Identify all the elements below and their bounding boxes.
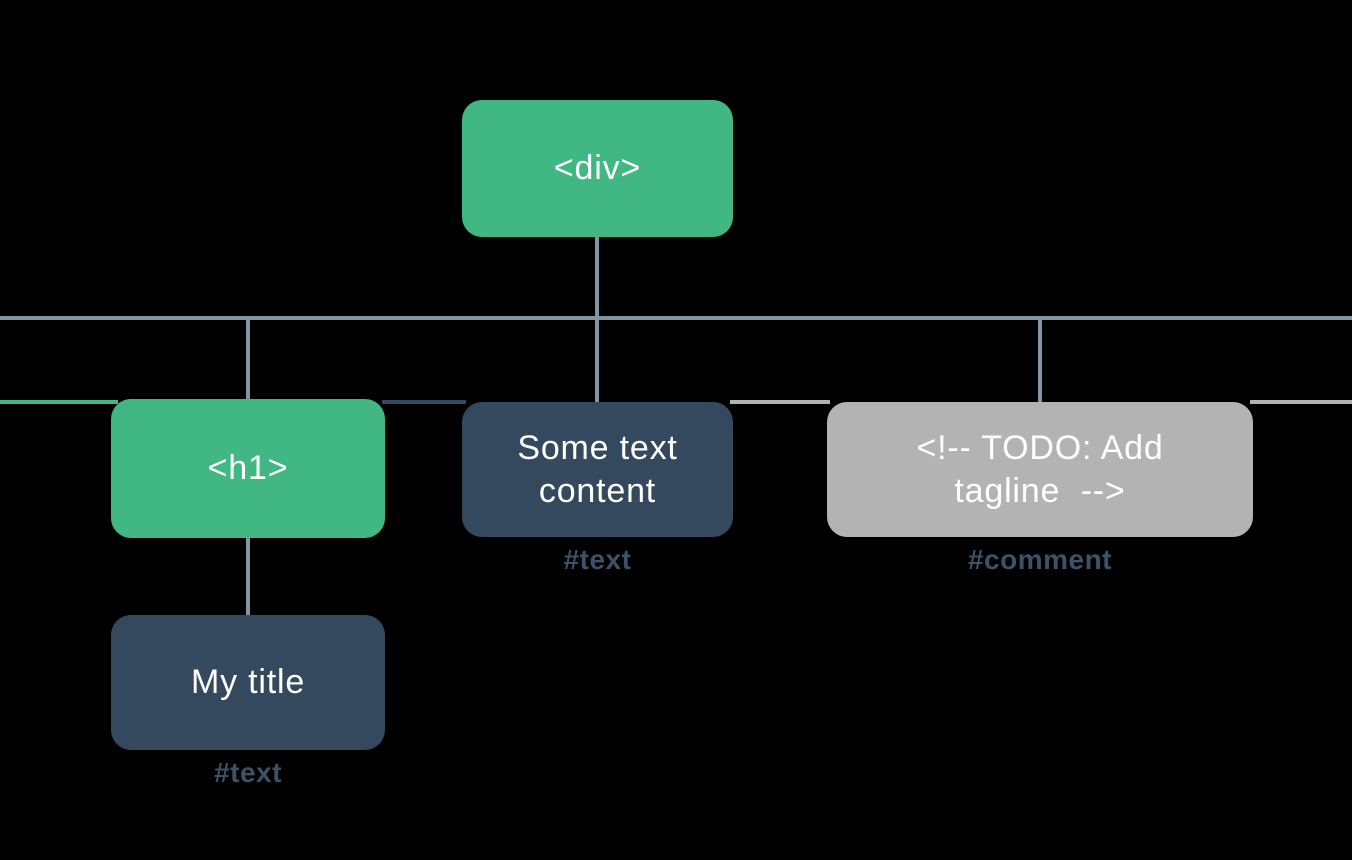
node-my-title-label: My title xyxy=(190,663,306,701)
connector-h1-to-my-title xyxy=(246,538,250,616)
node-h1-label: <h1> xyxy=(207,449,289,487)
node-my-title: My title xyxy=(111,615,385,750)
level2-rail-segment-between-text-and-comment xyxy=(730,400,830,404)
badge-text-node: #text xyxy=(563,544,632,575)
node-h1-element: <h1> xyxy=(111,399,385,538)
node-text-line2: content xyxy=(538,471,657,510)
node-comment: <!-- TODO: Add tagline --> xyxy=(827,402,1253,537)
connector-div-to-rail xyxy=(595,237,599,402)
node-div-label: <div> xyxy=(553,149,642,187)
node-div-element: <div> xyxy=(462,100,733,237)
connector-rail-to-comment xyxy=(1038,316,1042,404)
node-comment-line2: tagline --> xyxy=(954,471,1126,510)
level1-connector-rail xyxy=(0,316,1352,320)
level2-rail-segment-between-h1-and-text xyxy=(382,400,466,404)
level2-rail-segment-right-of-comment xyxy=(1250,400,1352,404)
badge-comment-node: #comment xyxy=(967,544,1113,575)
level2-rail-segment-left-of-h1 xyxy=(0,400,118,404)
connector-rail-to-h1 xyxy=(246,316,250,401)
badge-my-title-text-node: #text xyxy=(214,757,282,788)
node-text-content: Some text content xyxy=(462,402,733,537)
node-text-line1: Some text xyxy=(517,428,678,467)
node-comment-line1: <!-- TODO: Add xyxy=(916,428,1164,467)
